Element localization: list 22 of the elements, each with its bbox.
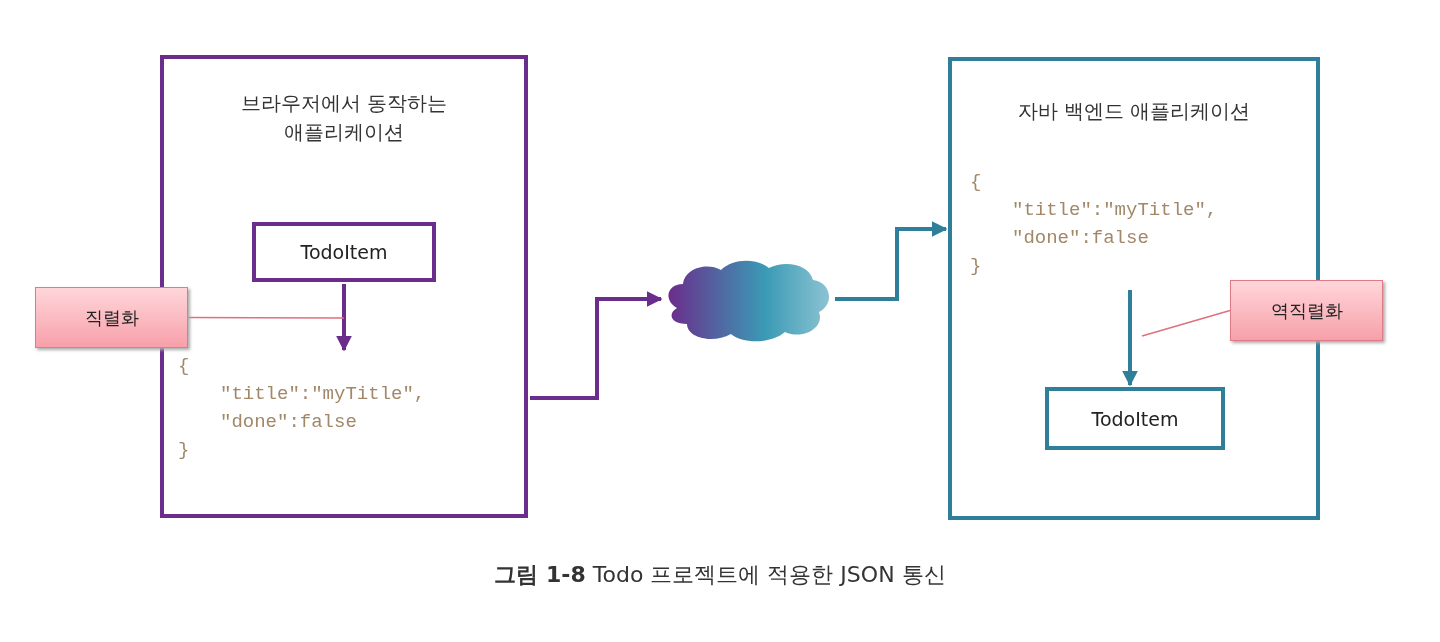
class-box: TodoItem (1045, 387, 1225, 450)
class-box: TodoItem (252, 222, 436, 282)
leader-line (187, 316, 345, 319)
callout-box: 직렬화 (35, 287, 188, 348)
arrow (336, 284, 352, 352)
application-frame (160, 55, 528, 518)
code-line: "title":"myTitle", (219, 382, 427, 407)
code-line: { (970, 170, 983, 195)
figure-caption: 그림 1-8 Todo 프로젝트에 적용한 JSON 통신 (494, 562, 946, 587)
code-line: { (178, 354, 191, 379)
code-line: "title":"myTitle", (1011, 198, 1219, 223)
code-line: "done":false (219, 410, 358, 435)
callout-box: 역직렬화 (1230, 280, 1383, 341)
frame-heading: 브라우저에서 동작하는 애플리케이션 (239, 90, 449, 146)
code-line: "done":false (1011, 226, 1150, 251)
leader-line (1141, 309, 1231, 337)
code-line: } (970, 254, 983, 279)
arrow (1122, 290, 1138, 387)
code-line: } (178, 438, 191, 463)
arrow (530, 291, 663, 400)
frame-heading: 자바 백엔드 애플리케이션 (1017, 98, 1251, 125)
arrow (835, 221, 948, 301)
